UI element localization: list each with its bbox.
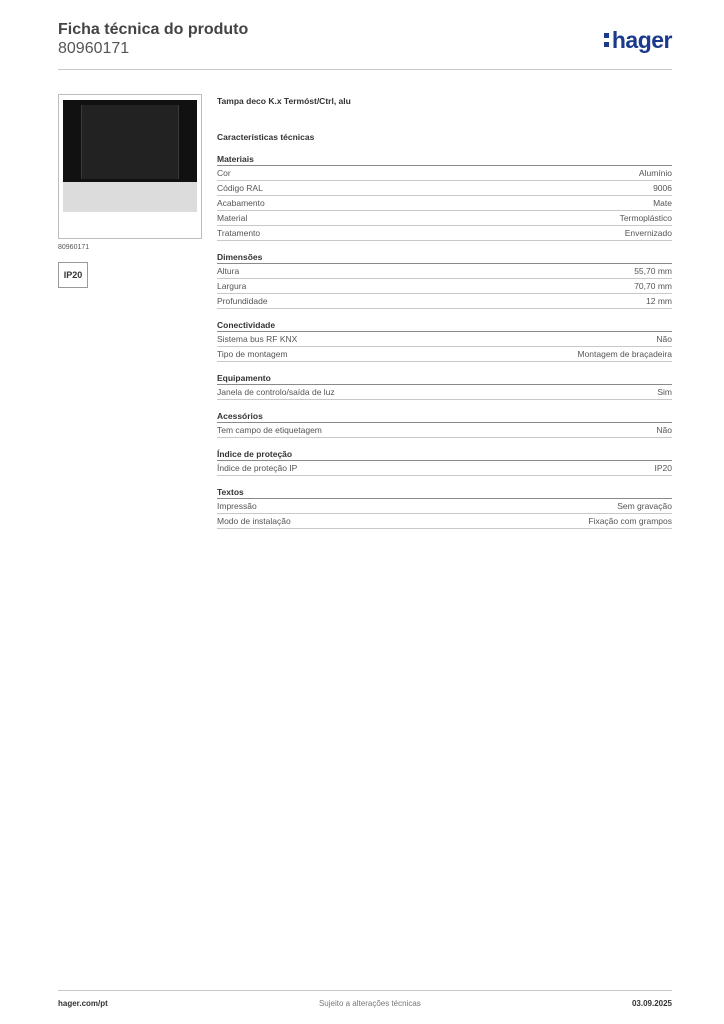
spec-row: Material Termoplástico [217, 211, 672, 226]
spec-row: Sistema bus RF KNX Não [217, 332, 672, 347]
spec-label: Modo de instalação [217, 516, 291, 526]
spec-label: Janela de controlo/saída de luz [217, 387, 335, 397]
spec-value: 9006 [653, 183, 672, 193]
spec-value: IP20 [654, 463, 673, 473]
spec-value: Sim [657, 387, 672, 397]
spec-row: Janela de controlo/saída de luz Sim [217, 385, 672, 400]
spec-row: Modo de instalação Fixação com grampos [217, 514, 672, 529]
logo-colon-icon [603, 32, 610, 48]
spec-label: Tem campo de etiquetagem [217, 425, 322, 435]
spec-value: Alumínio [638, 168, 672, 178]
product-image [63, 100, 197, 212]
page-header: Ficha técnica do produto 80960171 hager [58, 20, 673, 70]
spec-row: Altura 55,70 mm [217, 264, 672, 279]
section-title: Conectividade [217, 318, 672, 332]
spec-row: Profundidade 12 mm [217, 294, 672, 309]
spec-value: Termoplástico [619, 213, 672, 223]
spec-row: Largura 70,70 mm [217, 279, 672, 294]
ip-rating-badge: IP20 [58, 262, 88, 288]
section-title: Materiais [217, 152, 672, 166]
spec-label: Cor [217, 168, 231, 178]
spec-value: 12 mm [646, 296, 672, 306]
spec-value: Montagem de braçadeira [577, 349, 672, 359]
footer-date: 03.09.2025 [631, 998, 672, 1008]
footer-website-link[interactable]: hager.com/pt [58, 998, 108, 1008]
spec-value: Sem gravação [617, 501, 672, 511]
product-cover-window [81, 105, 179, 179]
product-number: 80960171 [58, 40, 130, 57]
product-cover-dark-part [63, 100, 197, 182]
spec-row: Tratamento Envernizado [217, 226, 672, 241]
spec-label: Tipo de montagem [217, 349, 288, 359]
section-title: Dimensões [217, 250, 672, 264]
spec-value: Fixação com grampos [588, 516, 672, 526]
spec-row: Impressão Sem gravação [217, 499, 672, 514]
spec-value: Não [656, 334, 672, 344]
spec-label: Largura [217, 281, 247, 291]
document-title: Ficha técnica do produto [58, 21, 249, 38]
spec-value: 70,70 mm [634, 281, 672, 291]
spec-label: Sistema bus RF KNX [217, 334, 298, 344]
hager-logo[interactable]: hager [603, 27, 673, 54]
spec-label: Profundidade [217, 296, 268, 306]
spec-label: Impressão [217, 501, 257, 511]
section-title: Índice de proteção [217, 447, 672, 461]
section-title: Textos [217, 485, 672, 499]
spec-value: Envernizado [624, 228, 672, 238]
product-image-frame [58, 94, 202, 239]
spec-row: Código RAL 9006 [217, 181, 672, 196]
spec-value: Mate [653, 198, 672, 208]
spec-row: Cor Alumínio [217, 166, 672, 181]
spec-row: Tem campo de etiquetagem Não [217, 423, 672, 438]
spec-label: Código RAL [217, 183, 263, 193]
characteristics-heading: Características técnicas [217, 132, 315, 142]
spec-label: Acabamento [217, 198, 265, 208]
spec-content: Tampa deco K.x Termóst/Ctrl, alu Caracte… [217, 96, 672, 538]
spec-value: Não [656, 425, 672, 435]
spec-label: Tratamento [217, 228, 261, 238]
product-name: Tampa deco K.x Termóst/Ctrl, alu [217, 96, 351, 106]
spec-row: Índice de proteção IP IP20 [217, 461, 672, 476]
spec-label: Altura [217, 266, 240, 276]
spec-label: Material [217, 213, 248, 223]
page-footer: hager.com/pt Sujeito a alterações técnic… [58, 990, 672, 1015]
product-image-caption: 80960171 [58, 244, 90, 251]
section-title: Acessórios [217, 409, 672, 423]
logo-text: hager [611, 27, 673, 53]
spec-label: Índice de proteção IP [217, 463, 298, 473]
spec-row: Acabamento Mate [217, 196, 672, 211]
spec-row: Tipo de montagem Montagem de braçadeira [217, 347, 672, 362]
footer-note: Sujeito a alterações técnicas [318, 998, 421, 1008]
section-title: Equipamento [217, 371, 672, 385]
product-cover-aluminium-part [63, 182, 197, 212]
spec-value: 55,70 mm [634, 266, 672, 276]
